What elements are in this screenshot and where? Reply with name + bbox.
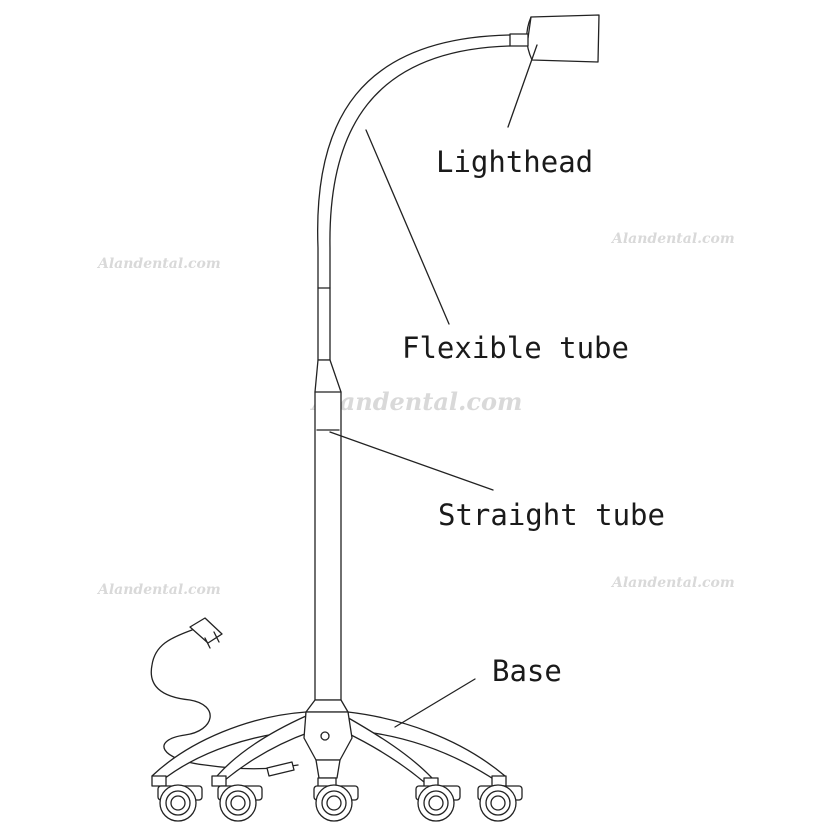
power-cord-drawing — [150, 617, 299, 777]
watermark: Alandental.com — [610, 575, 735, 591]
watermark: Alandental.com — [610, 231, 735, 247]
leader-lines — [329, 44, 538, 728]
watermark: Alandental.com — [96, 256, 221, 272]
caster-wheel — [415, 784, 461, 822]
straight-tube-leader-line — [329, 431, 494, 491]
label-lighthead: Lighthead — [436, 145, 593, 179]
caster-wheel — [217, 784, 263, 822]
lighthead-drawing — [509, 14, 600, 63]
label-flexible-tube: Flexible tube — [402, 331, 629, 365]
straight-tube-drawing — [314, 359, 342, 701]
base-drawing — [151, 699, 507, 789]
base-leader-line — [394, 678, 476, 728]
caster-wheel — [477, 784, 523, 822]
watermark: Alandental.com — [96, 582, 221, 598]
label-base: Base — [492, 654, 562, 688]
flexible-tube-leader-line — [365, 129, 450, 325]
labels: Lighthead Flexible tube Straight tube Ba… — [402, 145, 665, 688]
watermark: Alandental.com — [310, 387, 522, 416]
lighthead-leader-line — [507, 44, 538, 128]
watermarks: Alandental.com Alandental.com Alandental… — [96, 231, 735, 598]
flexible-tube-drawing — [316, 34, 511, 361]
caster-wheel — [313, 784, 359, 822]
casters — [157, 784, 523, 822]
label-straight-tube: Straight tube — [438, 498, 665, 532]
caster-wheel — [157, 784, 203, 822]
